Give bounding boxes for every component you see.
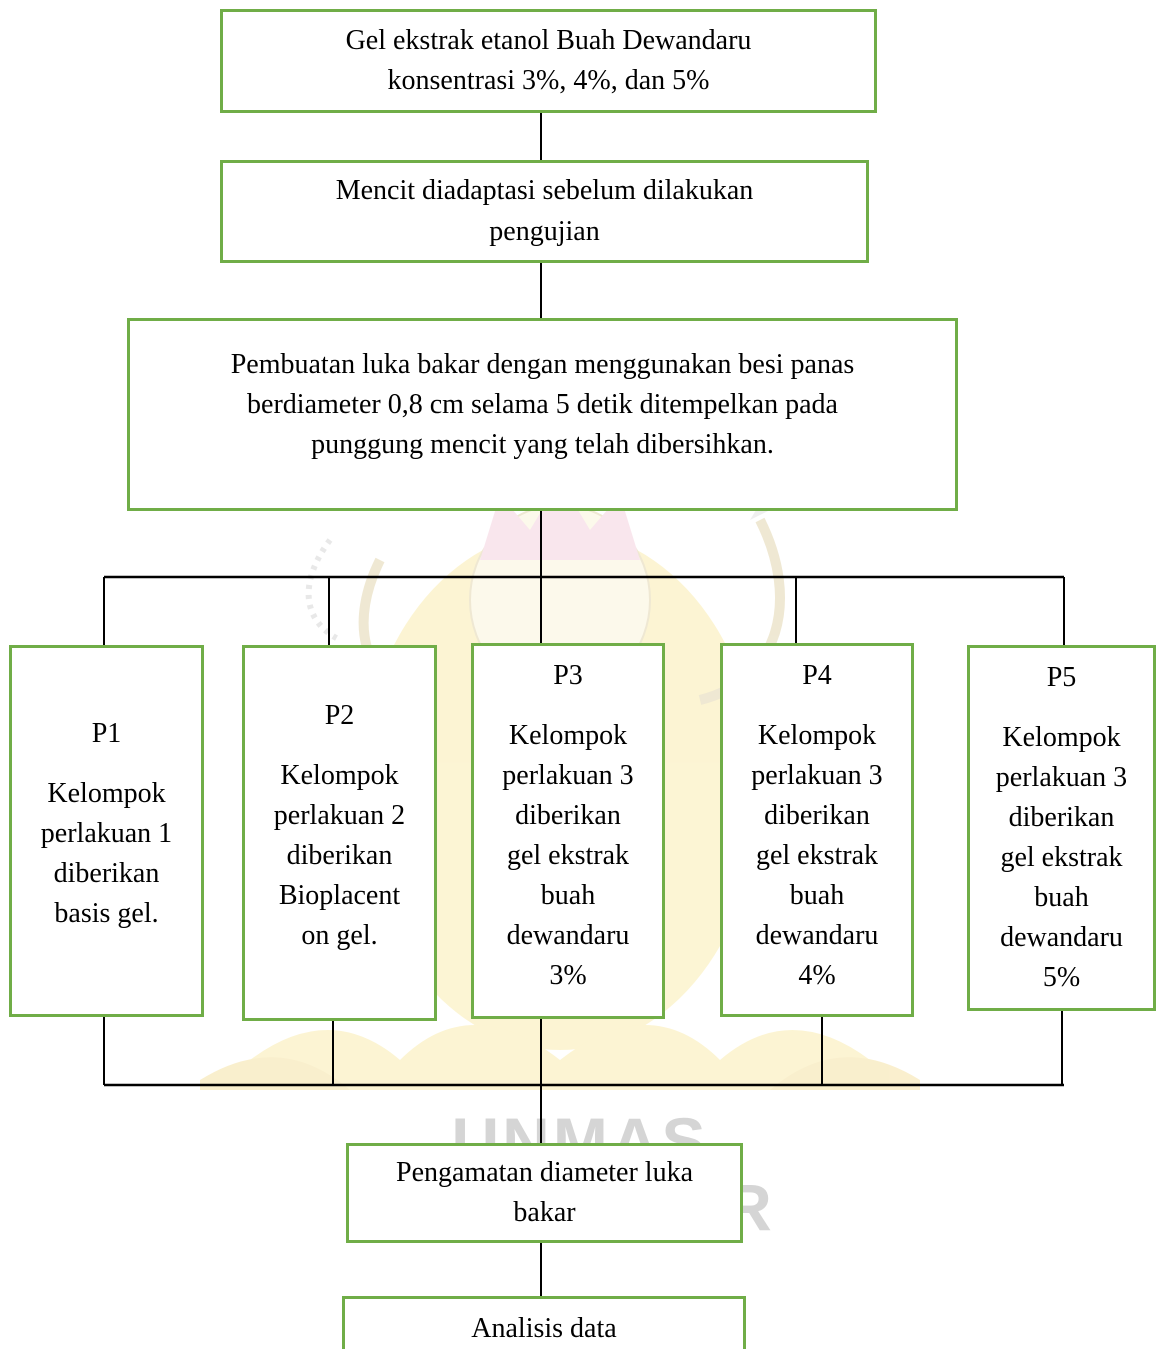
- step-text-burn-wound: Pembuatan luka bakar dengan menggunakan …: [230, 349, 855, 461]
- step-box-observation: Pengamatan diameter luka bakar: [346, 1143, 743, 1243]
- group-desc-p5: Kelompok perlakuan 3 diberikan gel ekstr…: [995, 722, 1128, 993]
- step-text-gel-extract: Gel ekstrak etanol Buah Dewandaru konsen…: [345, 24, 752, 96]
- watermark-lotus-leaf-left: [200, 1057, 350, 1090]
- watermark-beads: [305, 538, 342, 643]
- step-text-analysis: Analisis data: [471, 1313, 617, 1344]
- step-box-gel-extract: Gel ekstrak etanol Buah Dewandaru konsen…: [220, 9, 877, 113]
- step-text-adaptation: Mencit diadaptasi sebelum dilakukan peng…: [335, 175, 754, 247]
- group-desc-p1: Kelompok perlakuan 1 diberikan basis gel…: [40, 778, 173, 929]
- step-text-observation: Pengamatan diameter luka bakar: [396, 1156, 693, 1228]
- step-box-burn-wound: Pembuatan luka bakar dengan menggunakan …: [127, 318, 958, 511]
- group-desc-p2: Kelompok perlakuan 2 diberikan Bioplacen…: [273, 760, 406, 951]
- group-desc-p3: Kelompok perlakuan 3 diberikan gel ekstr…: [502, 720, 634, 991]
- step-box-analysis: Analisis data: [342, 1296, 746, 1349]
- step-box-adaptation: Mencit diadaptasi sebelum dilakukan peng…: [220, 160, 869, 263]
- watermark-crown-shape: [480, 480, 640, 560]
- group-label-p4: P4: [802, 660, 832, 691]
- group-label-p2: P2: [324, 700, 355, 731]
- group-label-p1: P1: [91, 718, 122, 749]
- group-box-p1: P1 Kelompok perlakuan 1 diberikan basis …: [9, 645, 204, 1017]
- group-box-p4: P4 Kelompok perlakuan 3 diberikan gel ek…: [720, 643, 914, 1017]
- group-label-p3: P3: [553, 660, 583, 691]
- group-label-p5: P5: [1046, 662, 1077, 693]
- group-desc-p4: Kelompok perlakuan 3 diberikan gel ekstr…: [751, 720, 883, 991]
- group-box-p2: P2 Kelompok perlakuan 2 diberikan Biopla…: [242, 645, 437, 1021]
- watermark-lotus-leaf-right: [770, 1057, 920, 1090]
- group-box-p3: P3 Kelompok perlakuan 3 diberikan gel ek…: [471, 643, 665, 1019]
- watermark-lotus-base: [250, 1025, 870, 1090]
- group-box-p5: P5 Kelompok perlakuan 3 diberikan gel ek…: [967, 645, 1156, 1011]
